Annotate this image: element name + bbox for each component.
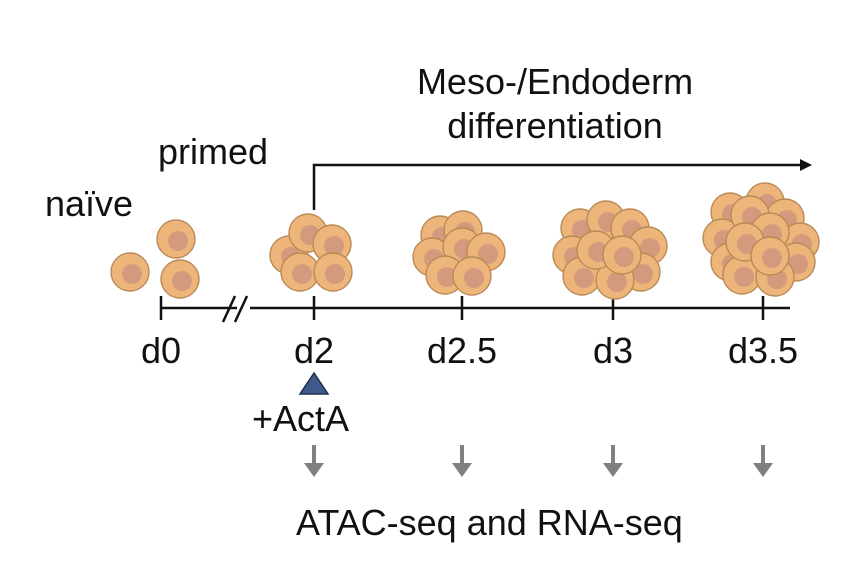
differentiation-arrow (312, 159, 812, 210)
cell-icon (312, 224, 352, 264)
readout-arrows (304, 445, 773, 477)
cell-icon (750, 236, 790, 276)
treatment-label: +ActA (252, 398, 350, 439)
naive-cell-group (110, 219, 200, 299)
title-line-1: Meso-/Endoderm (416, 61, 694, 102)
timepoint-label: d2 (293, 330, 335, 371)
down-arrow-icon (603, 445, 623, 477)
title-line-2: differentiation (447, 104, 663, 146)
cell-icon (160, 259, 200, 299)
timepoint-label: d3.5 (727, 330, 799, 371)
cell-icon (280, 252, 320, 292)
stage-label-naive: naïve (45, 183, 134, 224)
readout-label: ATAC-seq and RNA-seq (296, 502, 683, 543)
cell-icon (452, 256, 492, 296)
d2-cell-cluster (269, 213, 353, 292)
d3-cell-cluster (552, 200, 668, 300)
cell-icon (313, 252, 353, 292)
timepoint-label: d0 (140, 330, 182, 371)
d2.5-cell-cluster (412, 210, 506, 296)
timepoint-label: d3 (592, 330, 634, 371)
down-arrow-icon (452, 445, 472, 477)
axis-break-icon (221, 295, 249, 323)
timeline-axis (159, 296, 790, 320)
diagram-title: Meso-/Endoderm differentiation (360, 60, 750, 148)
cell-icon (156, 219, 196, 259)
cell-icon (602, 235, 642, 275)
down-arrow-icon (304, 445, 324, 477)
cell-icon (110, 252, 150, 292)
down-arrow-icon (753, 445, 773, 477)
d3.5-cell-cluster (702, 182, 820, 297)
treatment-triangle-icon (298, 371, 330, 395)
stage-label-primed: primed (158, 131, 269, 172)
timepoint-label: d2.5 (426, 330, 498, 371)
